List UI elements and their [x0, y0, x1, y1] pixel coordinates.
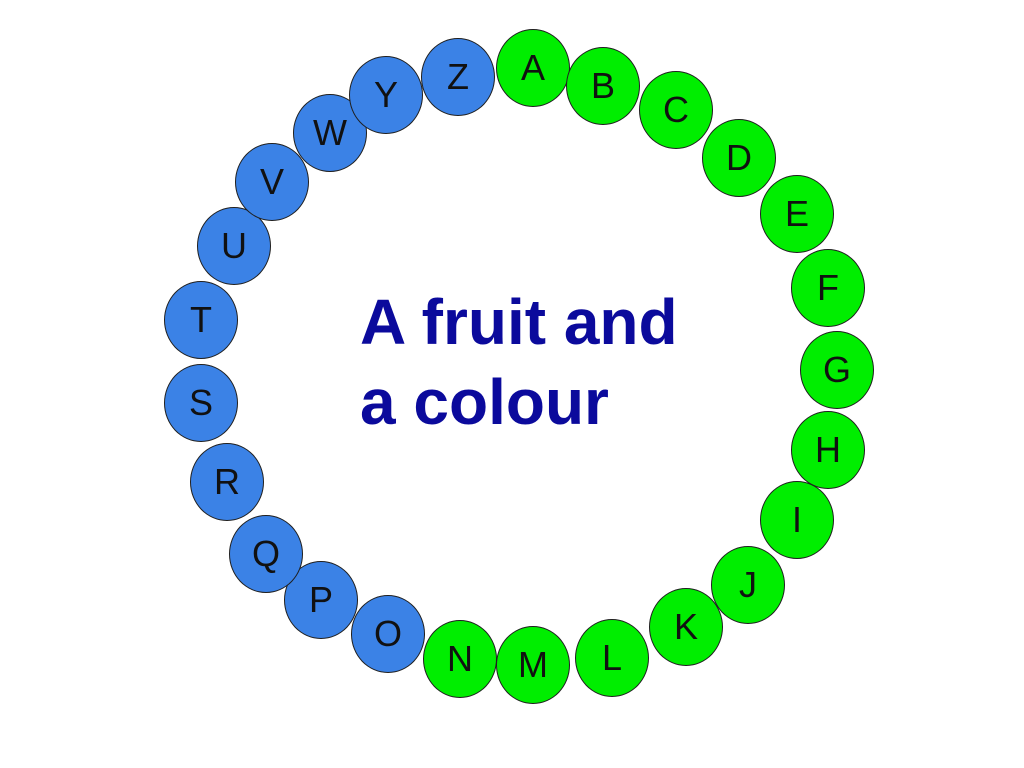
letter-n[interactable]: N: [423, 620, 497, 698]
question-title: A fruit and a colour: [360, 282, 740, 442]
letter-z[interactable]: Z: [421, 38, 495, 116]
letter-c[interactable]: C: [639, 71, 713, 149]
letter-l[interactable]: L: [575, 619, 649, 697]
letter-e[interactable]: E: [760, 175, 834, 253]
letter-g[interactable]: G: [800, 331, 874, 409]
letter-b[interactable]: B: [566, 47, 640, 125]
title-line-2: a colour: [360, 366, 609, 438]
letter-q[interactable]: Q: [229, 515, 303, 593]
letter-r[interactable]: R: [190, 443, 264, 521]
letter-s[interactable]: S: [164, 364, 238, 442]
letter-u[interactable]: U: [197, 207, 271, 285]
letter-k[interactable]: K: [649, 588, 723, 666]
letter-j[interactable]: J: [711, 546, 785, 624]
letter-f[interactable]: F: [791, 249, 865, 327]
letter-a[interactable]: A: [496, 29, 570, 107]
letter-p[interactable]: P: [284, 561, 358, 639]
letter-o[interactable]: O: [351, 595, 425, 673]
letter-t[interactable]: T: [164, 281, 238, 359]
letter-v[interactable]: V: [235, 143, 309, 221]
letter-m[interactable]: M: [496, 626, 570, 704]
letter-y[interactable]: Y: [349, 56, 423, 134]
letter-i[interactable]: I: [760, 481, 834, 559]
letter-h[interactable]: H: [791, 411, 865, 489]
title-line-1: A fruit and: [360, 286, 678, 358]
letter-d[interactable]: D: [702, 119, 776, 197]
